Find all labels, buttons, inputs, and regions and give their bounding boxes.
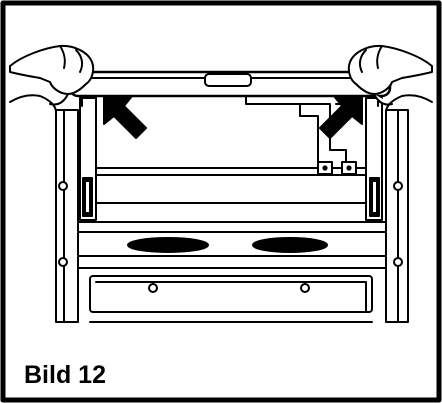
figure-caption: Bild 12	[24, 361, 106, 389]
right-hand	[347, 44, 433, 113]
arrow-up-left-icon	[103, 95, 147, 139]
left-oval-slot	[127, 237, 209, 253]
left-side-post	[55, 97, 97, 323]
latch-bracket	[245, 95, 357, 175]
right-side-post	[365, 97, 409, 323]
right-oval-slot	[252, 237, 328, 253]
frame-rails	[77, 167, 387, 269]
lower-panel	[89, 275, 373, 323]
arrow-up-right-icon	[319, 95, 363, 139]
left-hand	[9, 44, 95, 113]
